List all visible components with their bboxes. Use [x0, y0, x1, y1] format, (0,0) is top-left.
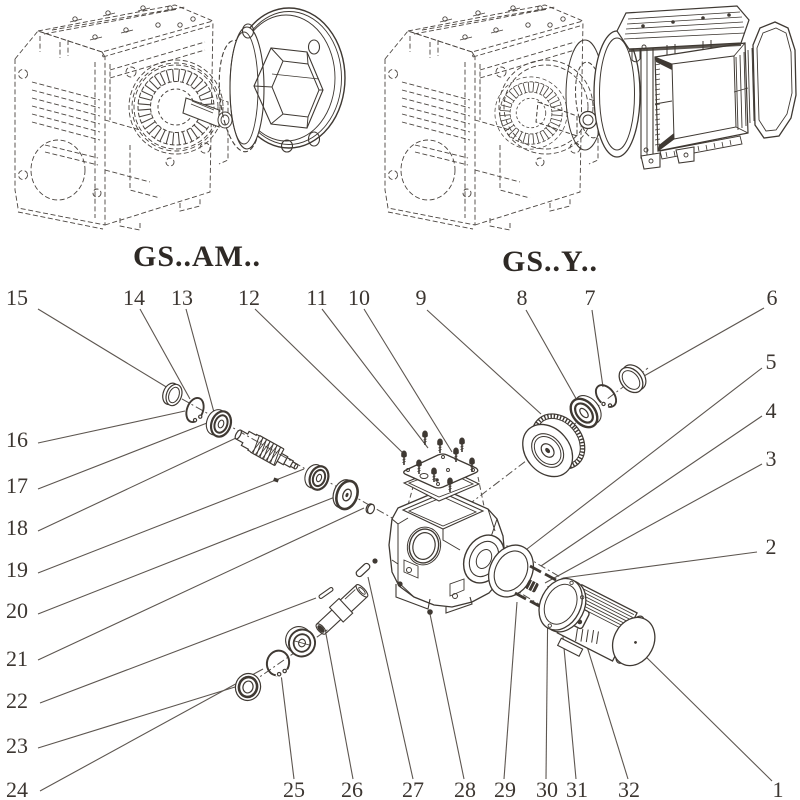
svg-text:14: 14	[123, 285, 145, 310]
svg-text:10: 10	[348, 285, 370, 310]
svg-text:15: 15	[6, 285, 28, 310]
svg-text:18: 18	[6, 515, 28, 540]
svg-text:16: 16	[6, 427, 28, 452]
svg-text:28: 28	[454, 777, 476, 800]
svg-text:5: 5	[766, 349, 777, 374]
svg-text:22: 22	[6, 688, 28, 713]
svg-text:30: 30	[536, 777, 558, 800]
svg-text:25: 25	[283, 777, 305, 800]
svg-text:23: 23	[6, 733, 28, 758]
svg-text:20: 20	[6, 598, 28, 623]
svg-text:1: 1	[773, 777, 784, 800]
svg-text:GS..AM..: GS..AM..	[133, 240, 261, 273]
svg-text:4: 4	[766, 398, 777, 423]
svg-text:13: 13	[171, 285, 193, 310]
svg-text:31: 31	[566, 777, 588, 800]
svg-text:32: 32	[618, 777, 640, 800]
svg-text:6: 6	[767, 285, 778, 310]
svg-text:21: 21	[6, 646, 28, 671]
svg-text:3: 3	[766, 446, 777, 471]
svg-text:11: 11	[306, 285, 327, 310]
svg-text:12: 12	[238, 285, 260, 310]
svg-text:29: 29	[494, 777, 516, 800]
svg-text:19: 19	[6, 557, 28, 582]
svg-text:2: 2	[766, 534, 777, 559]
svg-text:27: 27	[402, 777, 424, 800]
svg-text:GS..Y..: GS..Y..	[502, 245, 598, 278]
svg-text:9: 9	[416, 285, 427, 310]
svg-text:26: 26	[341, 777, 363, 800]
svg-text:7: 7	[585, 285, 596, 310]
svg-text:17: 17	[6, 473, 28, 498]
svg-text:8: 8	[517, 285, 528, 310]
svg-text:24: 24	[6, 777, 28, 800]
